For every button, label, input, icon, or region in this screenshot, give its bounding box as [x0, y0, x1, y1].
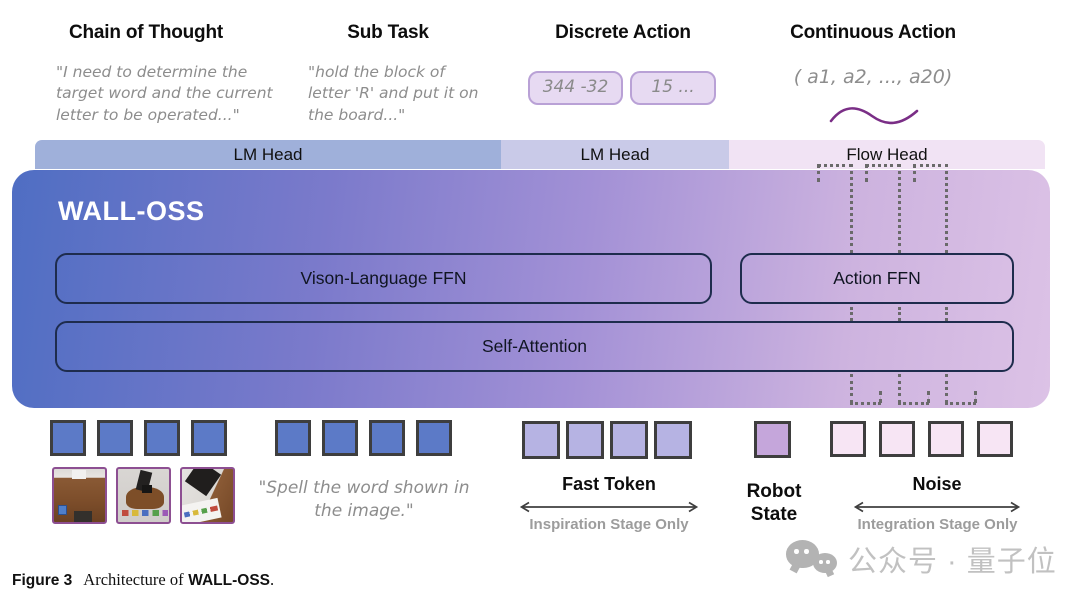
image-instruction-quote: "Spell the word shown in the image." [258, 478, 470, 522]
robot-state-token [754, 421, 791, 458]
robot-scene-photo-2 [116, 467, 171, 524]
noise-token [977, 421, 1013, 457]
vision-token [191, 420, 227, 456]
column-title-discrete-action: Discrete Action [555, 22, 691, 43]
flow-head-label: Flow Head [846, 145, 928, 164]
noise-token [928, 421, 964, 457]
text-token [322, 420, 358, 456]
inspiration-stage-note: Inspiration Stage Only [529, 516, 689, 533]
discrete-action-token-2: 15 ... [630, 71, 716, 105]
fast-token [654, 421, 692, 459]
robot-scene-photo-1 [52, 467, 107, 524]
model-name: WALL-OSS [58, 196, 205, 226]
text-token-row [275, 420, 452, 456]
discrete-action-token-1: 344 -32 [528, 71, 623, 105]
noise-span-arrow [853, 501, 1021, 513]
noise-token [830, 421, 866, 457]
lm-head-secondary-label: LM Head [580, 145, 650, 164]
vision-token-row [50, 420, 227, 456]
continuous-action-wave-icon [829, 107, 919, 125]
fast-token [610, 421, 648, 459]
column-title-chain-of-thought: Chain of Thought [68, 22, 224, 43]
text-token [369, 420, 405, 456]
column-title-continuous-action: Continuous Action [790, 22, 956, 43]
wechat-icon [786, 540, 840, 578]
caption-period: . [270, 570, 275, 589]
figure-caption: Figure 3 Architecture of WALL-OSS. [12, 570, 274, 590]
watermark: 公众号 · 量子位 [786, 538, 1057, 580]
integration-stage-note: Integration Stage Only [857, 516, 1018, 533]
lm-head-primary-label: LM Head [233, 145, 303, 164]
noise-token [879, 421, 915, 457]
robot-state-label: Robot State [746, 481, 802, 525]
fast-token-span-arrow [519, 501, 699, 513]
chain-of-thought-example: "I need to determine the target word and… [56, 63, 273, 124]
lm-head-primary: LM Head [35, 140, 501, 169]
noise-label: Noise [912, 474, 962, 494]
fast-token-label: Fast Token [562, 474, 656, 494]
vision-token [144, 420, 180, 456]
text-token [416, 420, 452, 456]
robot-scene-photos [52, 467, 235, 524]
wall-oss-model-box [12, 170, 1050, 408]
vision-token [97, 420, 133, 456]
figure-number: Figure 3 [12, 572, 73, 589]
action-ffn-block: Action FFN [740, 253, 1014, 304]
fast-token-row [522, 421, 692, 459]
fast-token [566, 421, 604, 459]
vision-language-ffn-block: Vison-Language FFN [55, 253, 712, 304]
continuous-action-vector: ( a1, a2, ..., a20) [793, 66, 953, 88]
watermark-text: 公众号 · 量子位 [848, 546, 1057, 578]
fast-token [522, 421, 560, 459]
column-title-sub-task: Sub Task [347, 22, 429, 43]
lm-head-secondary: LM Head [501, 140, 729, 169]
robot-state-token-row [754, 421, 791, 458]
caption-text: Architecture of [83, 570, 184, 589]
caption-model-name: WALL-OSS [188, 572, 271, 589]
sub-task-example: "hold the block of letter 'R' and put it… [308, 63, 479, 124]
robot-scene-photo-3 [180, 467, 235, 524]
text-token [275, 420, 311, 456]
self-attention-block: Self-Attention [55, 321, 1014, 372]
noise-token-row [830, 421, 1013, 457]
vision-token [50, 420, 86, 456]
